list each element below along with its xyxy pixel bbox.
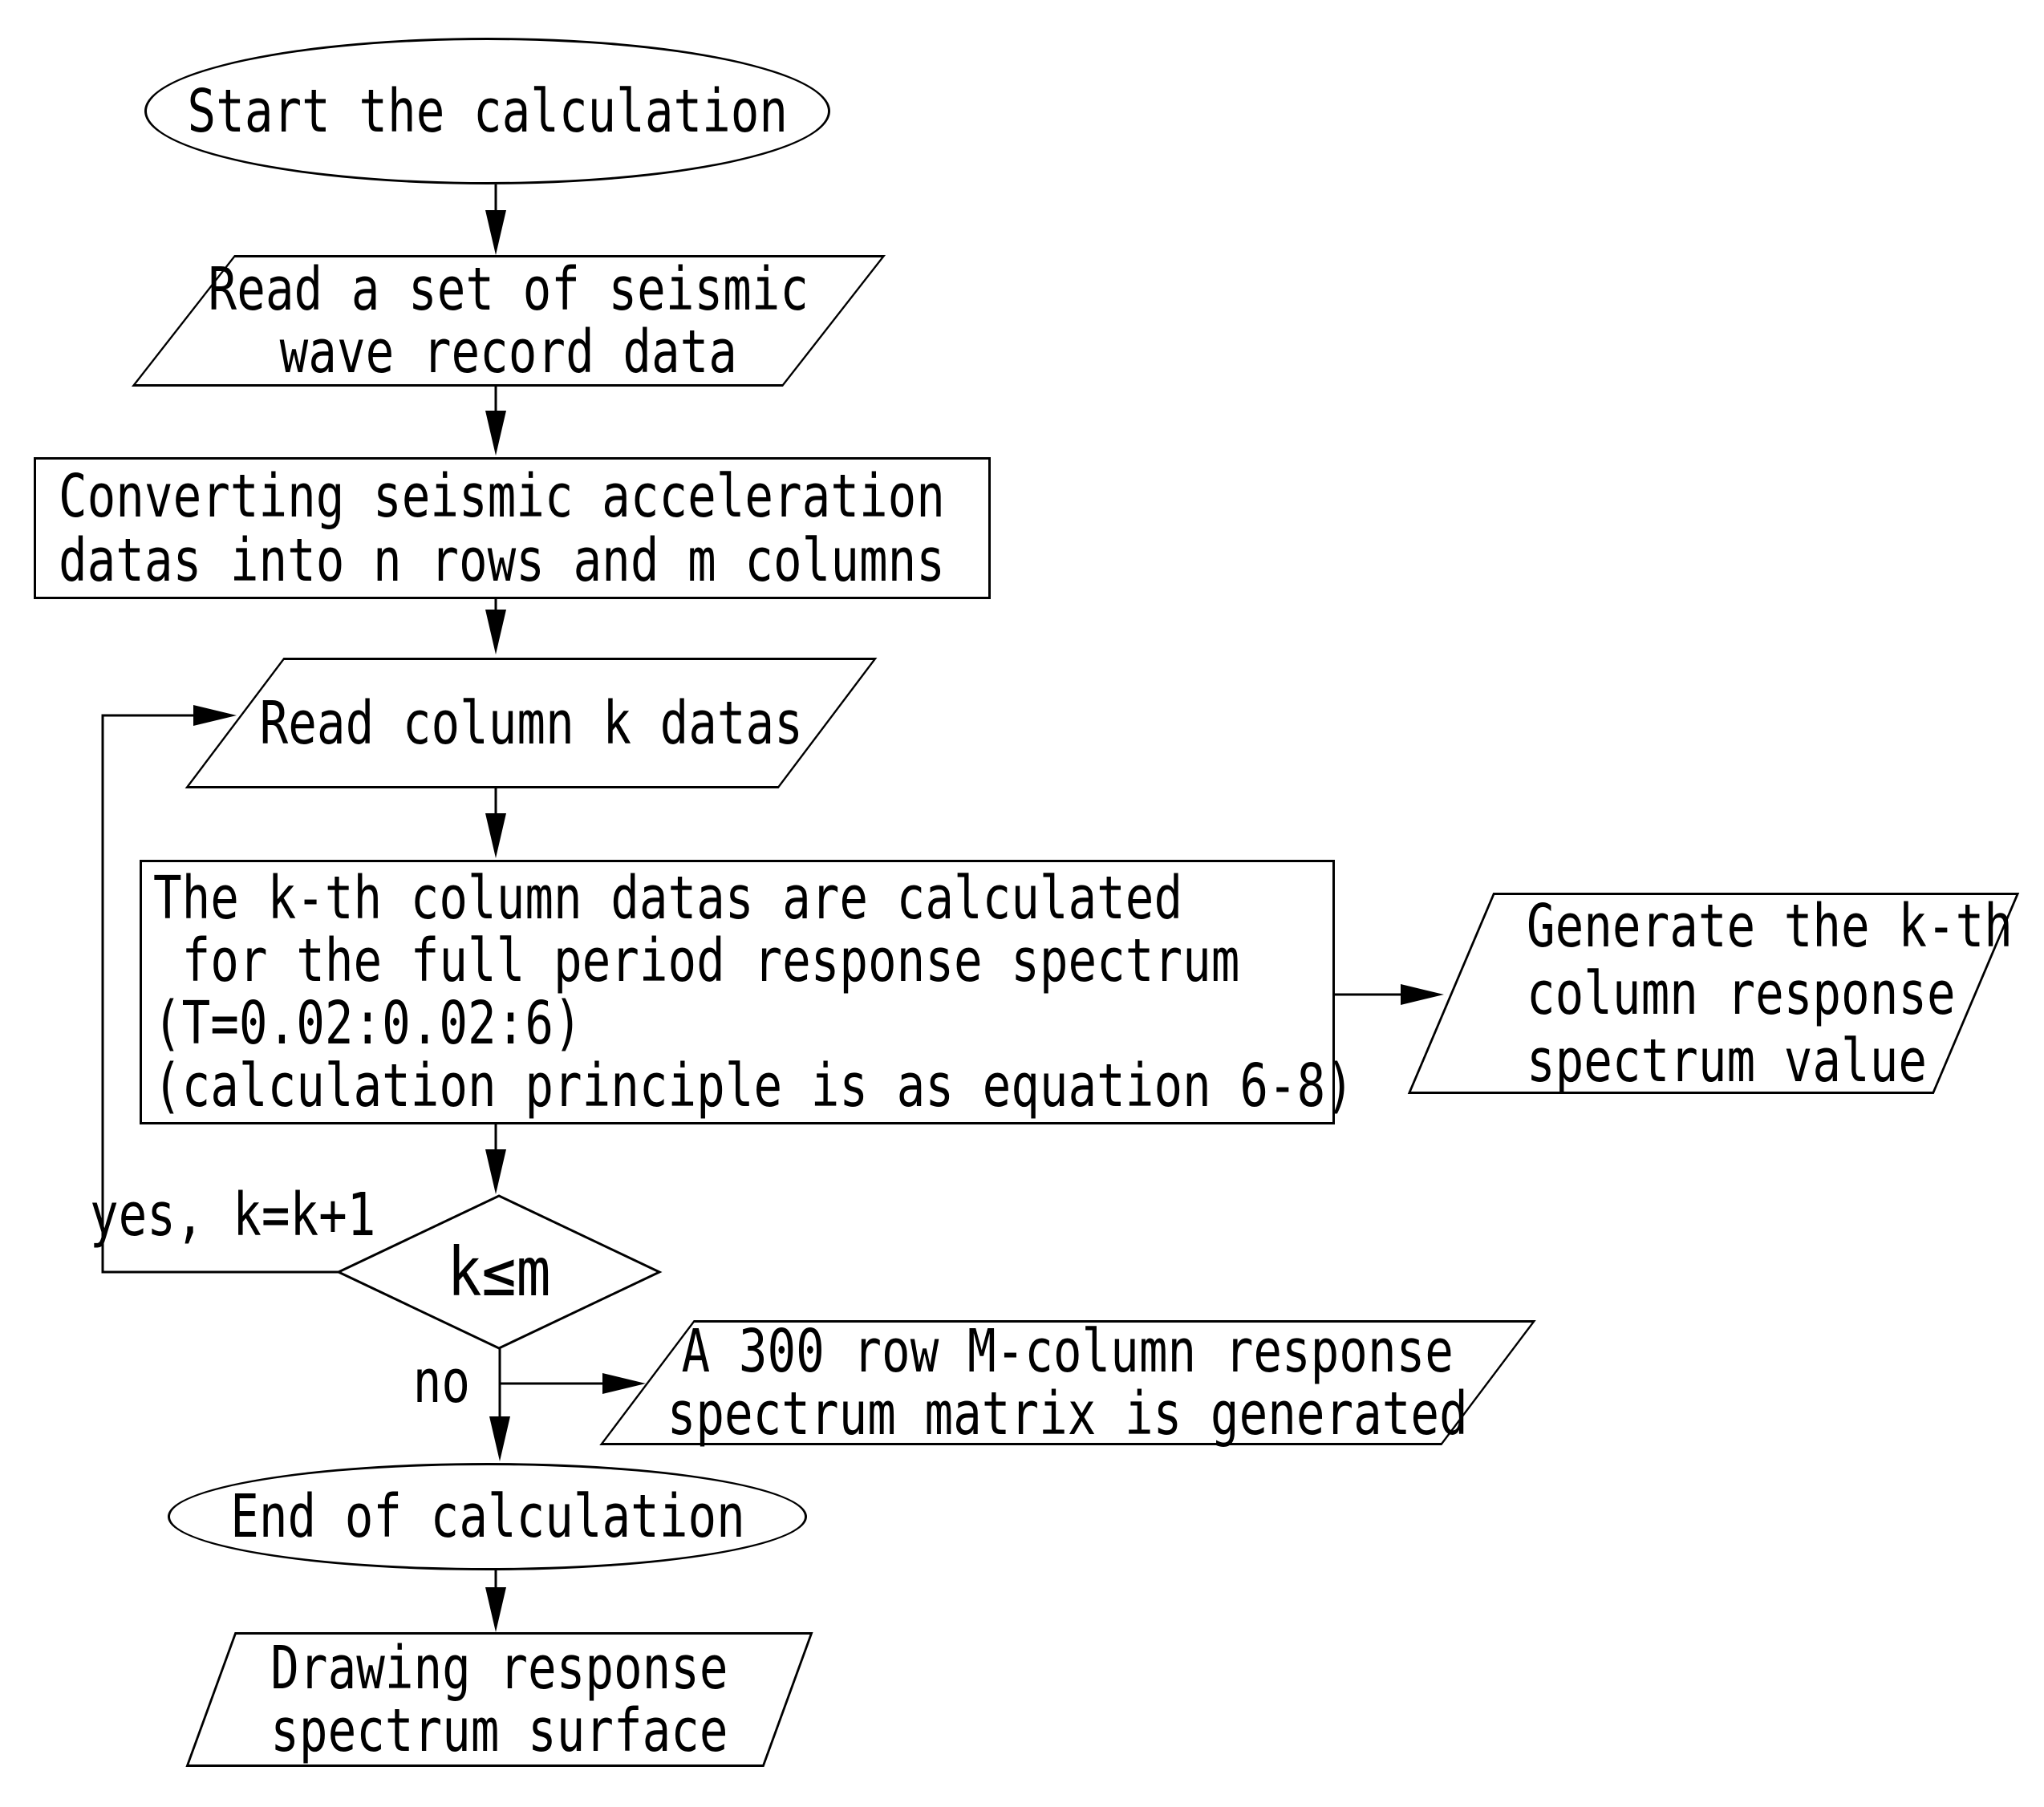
node-decision-label: k≤m [447,1233,551,1311]
arrow-end-to-draw [485,1570,506,1632]
arrow-start-to-read-wave [485,184,506,255]
node-read-column-io: Read column k datas [185,658,878,788]
arrow-read-wave-to-convert [485,387,506,456]
node-start-terminator: Start the calculation [144,38,830,184]
node-calc-label: The k-th column datas are calculated for… [153,864,1354,1120]
edge-label-no: no [412,1347,470,1416]
node-start-label: Start the calculation [187,76,788,146]
arrow-no-to-matrix [500,1373,646,1394]
edge-label-yes: yes, k=k+1 [90,1181,376,1250]
arrow-calc-to-generate [1335,984,1444,1005]
node-end-label: End of calculation [229,1482,745,1551]
arrow-read-column-to-calc [485,788,506,858]
node-end-terminator: End of calculation [168,1463,807,1570]
arrow-convert-to-read-column [485,599,506,654]
arrow-yes-loop [101,705,339,1274]
arrow-calc-to-decision [485,1124,506,1194]
node-calc-process: The k-th column datas are calculated for… [140,860,1354,1124]
node-read-column-label: Read column k datas [259,688,803,758]
arrow-decision-to-end [489,1348,510,1461]
